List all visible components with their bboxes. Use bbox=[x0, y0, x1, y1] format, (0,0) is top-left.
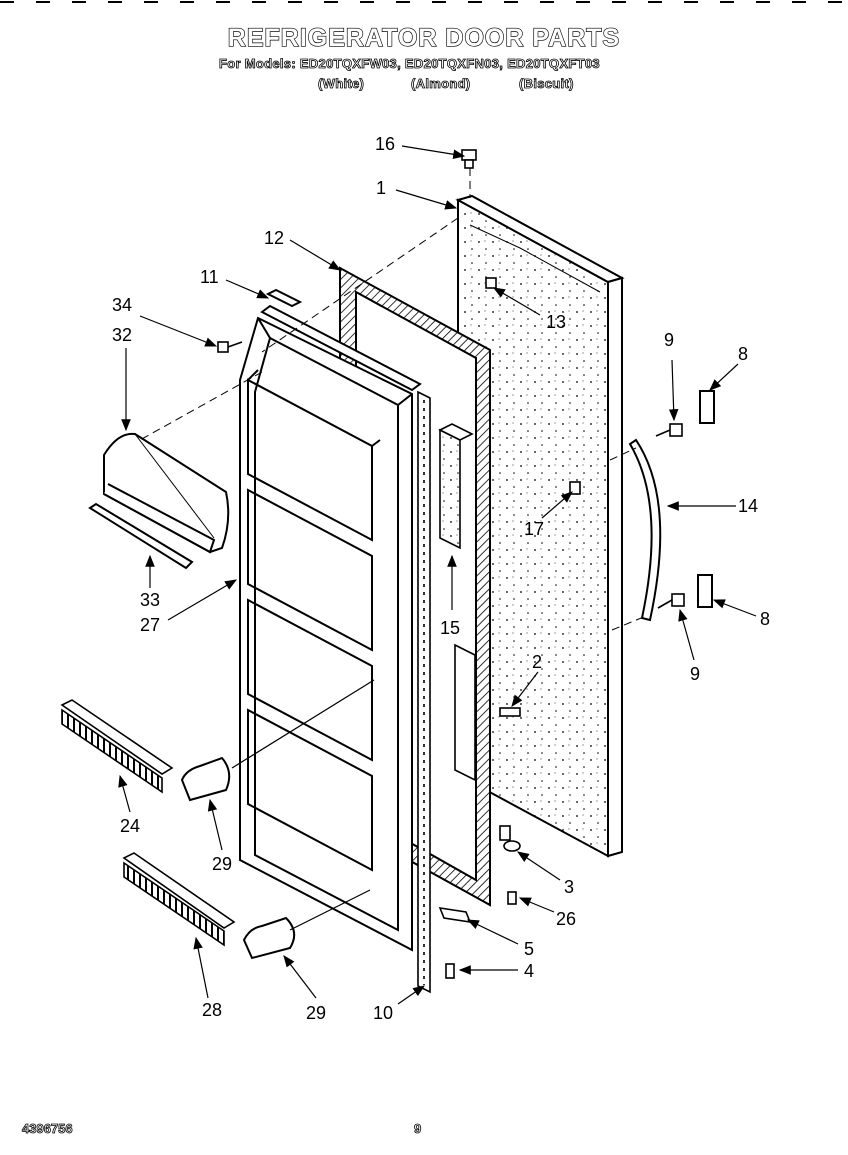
callout-1: 1 bbox=[376, 178, 386, 198]
callout-16: 16 bbox=[375, 134, 395, 154]
shelf-end-cap-upper bbox=[180, 756, 231, 802]
alignment-lines bbox=[139, 168, 647, 631]
callout-33: 33 bbox=[140, 590, 160, 610]
handle-end-cap-upper bbox=[699, 390, 715, 424]
hinge-screw bbox=[507, 891, 517, 905]
models-line: For Models: ED20TQXFW03, ED20TQXFN03, ED… bbox=[219, 56, 600, 72]
callout-labels: 16 1 12 11 13 34 32 9 8 14 17 33 27 15 8… bbox=[112, 134, 770, 1023]
callout-9-lower: 9 bbox=[690, 664, 700, 684]
callout-8-upper: 8 bbox=[738, 344, 748, 364]
door-clip bbox=[569, 481, 581, 495]
top-plug bbox=[461, 149, 477, 169]
callout-8-lower: 8 bbox=[760, 609, 770, 629]
door-handle bbox=[628, 438, 662, 622]
bin-cover bbox=[103, 432, 230, 554]
door-latch bbox=[499, 707, 521, 717]
callout-2: 2 bbox=[532, 652, 542, 672]
door-shelf-lower bbox=[122, 852, 236, 947]
callout-10: 10 bbox=[373, 1003, 393, 1023]
cover-screw bbox=[217, 341, 243, 353]
door-bushing bbox=[485, 277, 497, 289]
callout-13: 13 bbox=[546, 312, 566, 332]
bottom-screw bbox=[445, 963, 455, 979]
part-number: 4396756 bbox=[22, 1121, 73, 1137]
callout-14: 14 bbox=[738, 496, 758, 516]
callout-24: 24 bbox=[120, 816, 140, 836]
vertical-channel bbox=[438, 423, 476, 782]
handle-end-cap-lower bbox=[697, 574, 713, 608]
variant-almond: (Almond) bbox=[411, 76, 471, 92]
callout-3: 3 bbox=[564, 877, 574, 897]
callout-29-lower: 29 bbox=[306, 1003, 326, 1023]
leader-lines bbox=[118, 145, 757, 1005]
shelf-end-cap-lower bbox=[242, 916, 296, 960]
door-shelf-upper bbox=[60, 699, 174, 794]
callout-12: 12 bbox=[264, 228, 284, 248]
outer-door-panel bbox=[455, 194, 625, 858]
handle-screw-lower bbox=[657, 593, 685, 609]
callout-15: 15 bbox=[440, 618, 460, 638]
callout-28: 28 bbox=[202, 1000, 222, 1020]
trim-strip bbox=[417, 390, 431, 994]
bottom-bracket bbox=[438, 906, 472, 924]
callout-11: 11 bbox=[200, 267, 219, 287]
callout-17: 17 bbox=[524, 519, 544, 539]
callout-26: 26 bbox=[556, 909, 576, 929]
callout-32: 32 bbox=[112, 325, 132, 345]
handle-screw-upper bbox=[655, 423, 683, 437]
inner-door-liner bbox=[239, 316, 413, 952]
bin-cover-trim bbox=[88, 502, 194, 570]
callout-4: 4 bbox=[524, 961, 534, 981]
variant-biscuit: (Biscuit) bbox=[519, 76, 574, 92]
callout-29-upper: 29 bbox=[212, 854, 232, 874]
callout-34: 34 bbox=[112, 295, 132, 315]
page-title: REFRIGERATOR DOOR PARTS bbox=[227, 23, 621, 52]
top-cap bbox=[260, 288, 422, 392]
hinge-pin bbox=[499, 825, 521, 852]
callout-27: 27 bbox=[140, 615, 160, 635]
variant-white: (White) bbox=[318, 76, 365, 92]
callout-5: 5 bbox=[524, 939, 534, 959]
callout-9-upper: 9 bbox=[664, 330, 674, 350]
page-number: 9 bbox=[414, 1121, 422, 1137]
